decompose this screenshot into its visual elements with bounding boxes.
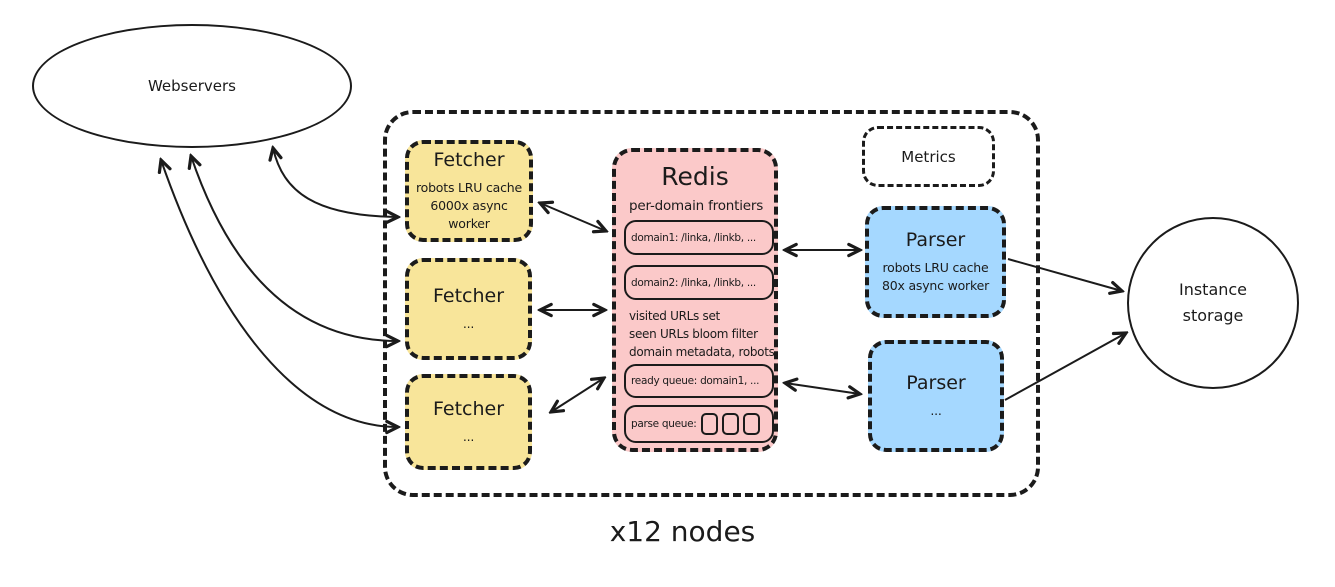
cluster-caption: x12 nodes — [609, 515, 756, 548]
parser-2-detail-1: ... — [930, 402, 942, 418]
arrow-webservers-fetcher-2 — [191, 156, 398, 341]
redis-note-visited: visited URLs set — [629, 309, 720, 323]
parse-queue-item-box — [700, 413, 718, 435]
parser-1-detail-2: 80x async worker — [881, 278, 990, 293]
fetcher-2-title: Fetcher — [432, 284, 505, 307]
fetcher-node-2: Fetcher ... — [405, 258, 532, 360]
redis-subtitle: per-domain frontiers — [629, 198, 764, 214]
parser-1-detail-1: robots LRU cache — [882, 259, 989, 275]
redis-note-seen: seen URLs bloom filter — [629, 327, 758, 341]
arrow-webservers-fetcher-1 — [273, 148, 398, 217]
fetcher-node-1: Fetcher robots LRU cache 6000x async wor… — [405, 140, 533, 242]
instance-storage-label: Instance storage — [1178, 280, 1248, 325]
webservers-label: Webservers — [147, 77, 236, 95]
instance-storage-node: Instance storage — [1127, 217, 1299, 389]
fetcher-3-title: Fetcher — [432, 397, 505, 420]
redis-note-metadata: domain metadata, robots — [629, 345, 775, 359]
parser-node-2: Parser ... — [868, 340, 1004, 452]
parse-queue-item-box — [742, 413, 760, 435]
webservers-node: Webservers — [32, 24, 352, 148]
redis-title: Redis — [661, 162, 729, 191]
arrow-webservers-fetcher-3 — [161, 160, 398, 427]
fetcher-node-3: Fetcher ... — [405, 374, 532, 470]
parse-queue-item-box — [721, 413, 739, 435]
fetcher-1-detail-2: 6000x async worker — [430, 197, 508, 232]
metrics-title: Metrics — [901, 147, 956, 166]
fetcher-1-title: Fetcher — [433, 148, 505, 171]
metrics-node: Metrics — [862, 126, 995, 187]
fetcher-3-detail-1: ... — [462, 428, 475, 444]
fetcher-1-detail-1: robots LRU cache — [415, 179, 523, 195]
parser-2-title: Parser — [906, 371, 966, 394]
parser-node-1: Parser robots LRU cache 80x async worker — [865, 206, 1006, 318]
redis-parse-queue-label: parse queue: — [631, 418, 697, 430]
redis-frontier-domain1: domain1: /linka, /linkb, ... — [624, 220, 774, 255]
redis-node: Redis per-domain frontiers domain1: /lin… — [612, 148, 778, 452]
fetcher-2-detail-1: ... — [462, 315, 475, 331]
redis-ready-queue: ready queue: domain1, ... — [624, 364, 774, 398]
parser-1-title: Parser — [905, 228, 966, 251]
redis-frontier-domain2: domain2: /linka, /linkb, ... — [624, 265, 774, 300]
redis-parse-queue: parse queue: — [624, 405, 774, 443]
